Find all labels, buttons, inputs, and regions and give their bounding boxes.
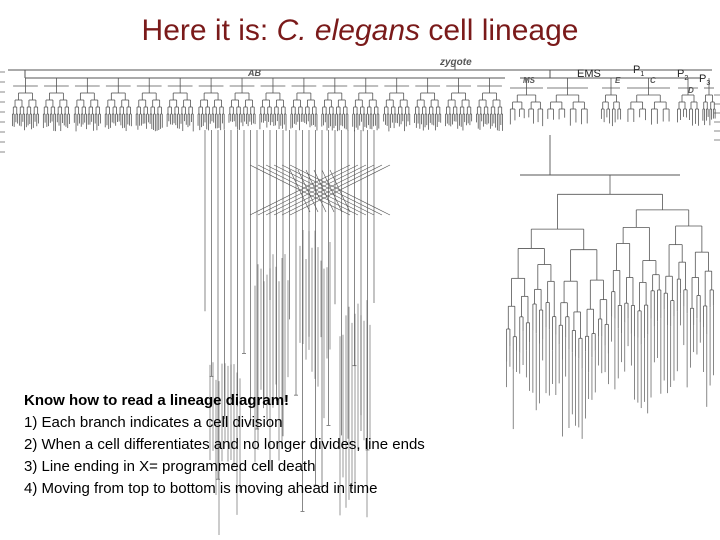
notes-item-3: 3) Line ending in X= programmed cell dea…	[24, 458, 316, 475]
lineage-tree	[0, 62, 720, 535]
title-prefix: Here it is:	[141, 14, 277, 47]
label-c: C	[650, 76, 656, 85]
notes-heading: Know how to read a lineage diagram!	[24, 392, 290, 409]
label-d: D	[688, 86, 694, 95]
notes-item-1: 1) Each branch indicates a cell division	[24, 414, 283, 431]
label-p1: P1	[633, 64, 644, 78]
label-e: E	[615, 76, 621, 85]
title-suffix: cell lineage	[420, 14, 579, 47]
label-zygote: zygote	[439, 57, 472, 68]
label-ms: MS	[523, 76, 536, 85]
notes-item-4: 4) Moving from top to bottom is moving a…	[24, 480, 378, 497]
label-ab: AB	[247, 68, 261, 78]
title-species: C. elegans	[276, 14, 421, 47]
label-p2: P2	[677, 68, 688, 82]
label-p3: P3	[699, 73, 710, 87]
notes-item-2: 2) When a cell differentiates and no lon…	[24, 436, 425, 453]
lineage-notes: Know how to read a lineage diagram! 1) E…	[24, 390, 425, 500]
slide-title: Here it is: C. elegans cell lineage	[0, 14, 720, 48]
label-ems: EMS	[577, 68, 601, 80]
